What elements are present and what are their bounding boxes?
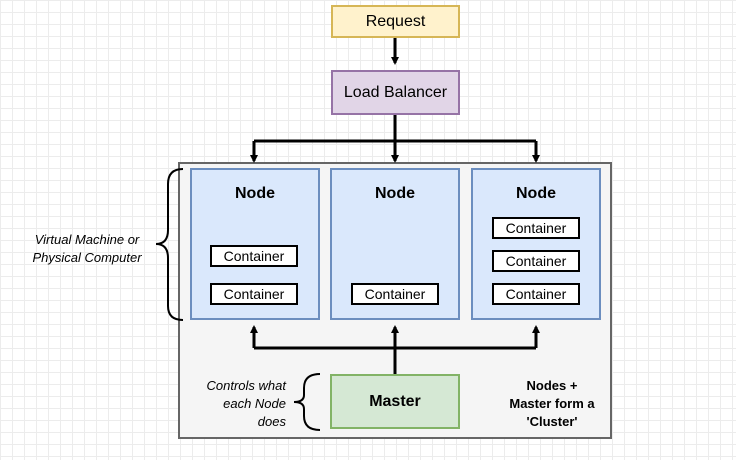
- load-balancer-label: Load Balancer: [343, 83, 448, 101]
- controls-annotation-line-2: each Node: [223, 396, 286, 411]
- vm-annotation: Virtual Machine or Physical Computer: [22, 231, 152, 267]
- node-1-container-2: Container: [210, 283, 298, 305]
- container-label: Container: [505, 220, 567, 236]
- container-label: Container: [223, 248, 285, 264]
- container-label: Container: [364, 286, 426, 302]
- controls-annotation-line-3: does: [257, 414, 286, 429]
- master-box: Master: [330, 374, 460, 429]
- cluster-note-line-2: Master form a: [509, 396, 595, 411]
- container-label: Container: [223, 286, 285, 302]
- controls-annotation-line-1: Controls what: [206, 378, 286, 393]
- node-2-title: Node: [375, 185, 415, 202]
- cluster-note-line-1: Nodes +: [526, 378, 578, 393]
- load-balancer-box: Load Balancer: [331, 70, 460, 115]
- node-3-container-1: Container: [492, 217, 580, 239]
- controls-annotation: Controls what each Node does: [182, 377, 286, 431]
- vm-annotation-line-2: Physical Computer: [32, 250, 142, 265]
- node-3-container-2: Container: [492, 250, 580, 272]
- lb-distribution-line: [254, 115, 536, 143]
- master-brace: [293, 373, 321, 431]
- master-label: Master: [369, 392, 421, 410]
- master-distribution-line: [254, 346, 536, 374]
- node-2-container-1: Container: [351, 283, 439, 305]
- request-box: Request: [331, 5, 460, 38]
- node-3-title: Node: [516, 185, 556, 202]
- node-1-container-1: Container: [210, 245, 298, 267]
- container-label: Container: [505, 286, 567, 302]
- vm-brace: [155, 168, 184, 321]
- node-3-container-3: Container: [492, 283, 580, 305]
- cluster-note-line-3: 'Cluster': [526, 414, 578, 429]
- request-label: Request: [365, 12, 426, 30]
- container-label: Container: [505, 253, 567, 269]
- vm-annotation-line-1: Virtual Machine or: [34, 232, 140, 247]
- node-1-title: Node: [235, 185, 275, 202]
- cluster-note: Nodes + Master form a 'Cluster': [492, 377, 612, 431]
